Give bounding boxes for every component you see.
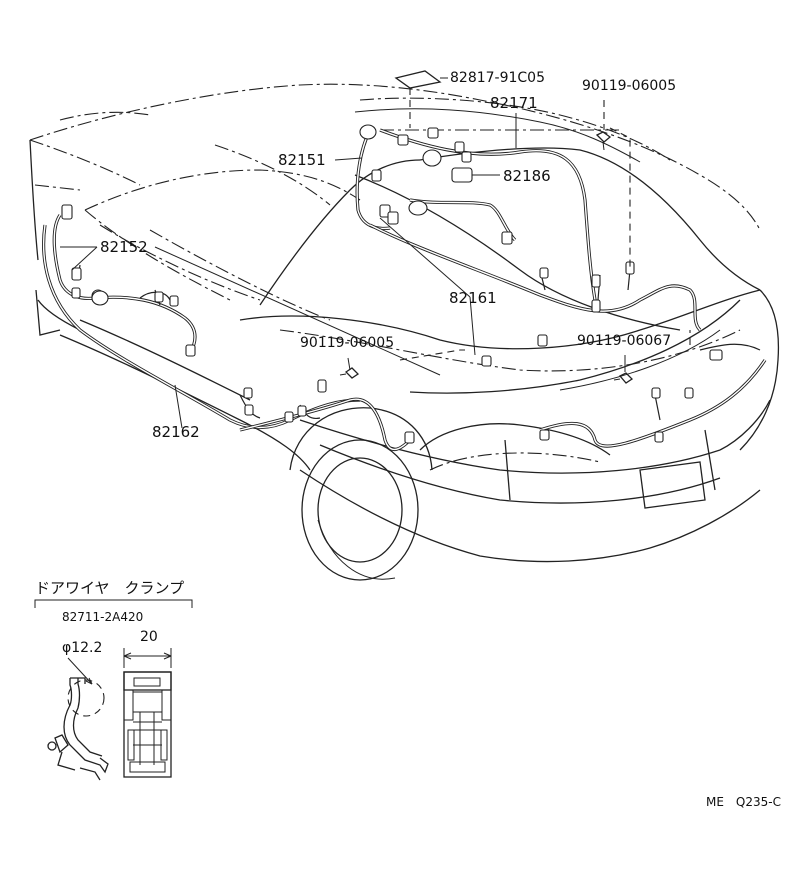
label-82171: 82171	[490, 94, 538, 112]
label-82162: 82162	[152, 423, 200, 441]
bolts	[339, 131, 634, 384]
clamp-width: 20	[140, 629, 158, 645]
label-82151: 82151	[278, 151, 326, 169]
leader-lines	[60, 77, 691, 429]
label-82152: 82152	[100, 238, 148, 256]
label-82186: 82186	[503, 167, 551, 185]
label-82161: 82161	[449, 289, 497, 307]
connectors	[61, 124, 723, 444]
label-82817-91C05: 82817-91C05	[450, 70, 545, 86]
part-labels: 82817-91C05 82171 90119-06005 82151 8218…	[100, 70, 676, 441]
wire-harnesses	[42, 128, 767, 451]
grommet-pad	[394, 70, 442, 89]
label-90119-06005-top: 90119-06005	[582, 78, 676, 94]
car-body	[29, 83, 780, 581]
clamp-detail: ドアワイヤ クランプ 82711-2A420 φ12.2 20	[34, 579, 193, 781]
footer-code: ME Q235-C	[706, 795, 781, 809]
clamp-part-number: 82711-2A420	[62, 610, 143, 624]
label-90119-06005-mid: 90119-06005	[300, 335, 394, 351]
clamp-title: ドアワイヤ クランプ	[35, 579, 184, 597]
label-90119-06067: 90119-06067	[577, 333, 671, 349]
clamp-diameter: φ12.2	[62, 640, 102, 656]
